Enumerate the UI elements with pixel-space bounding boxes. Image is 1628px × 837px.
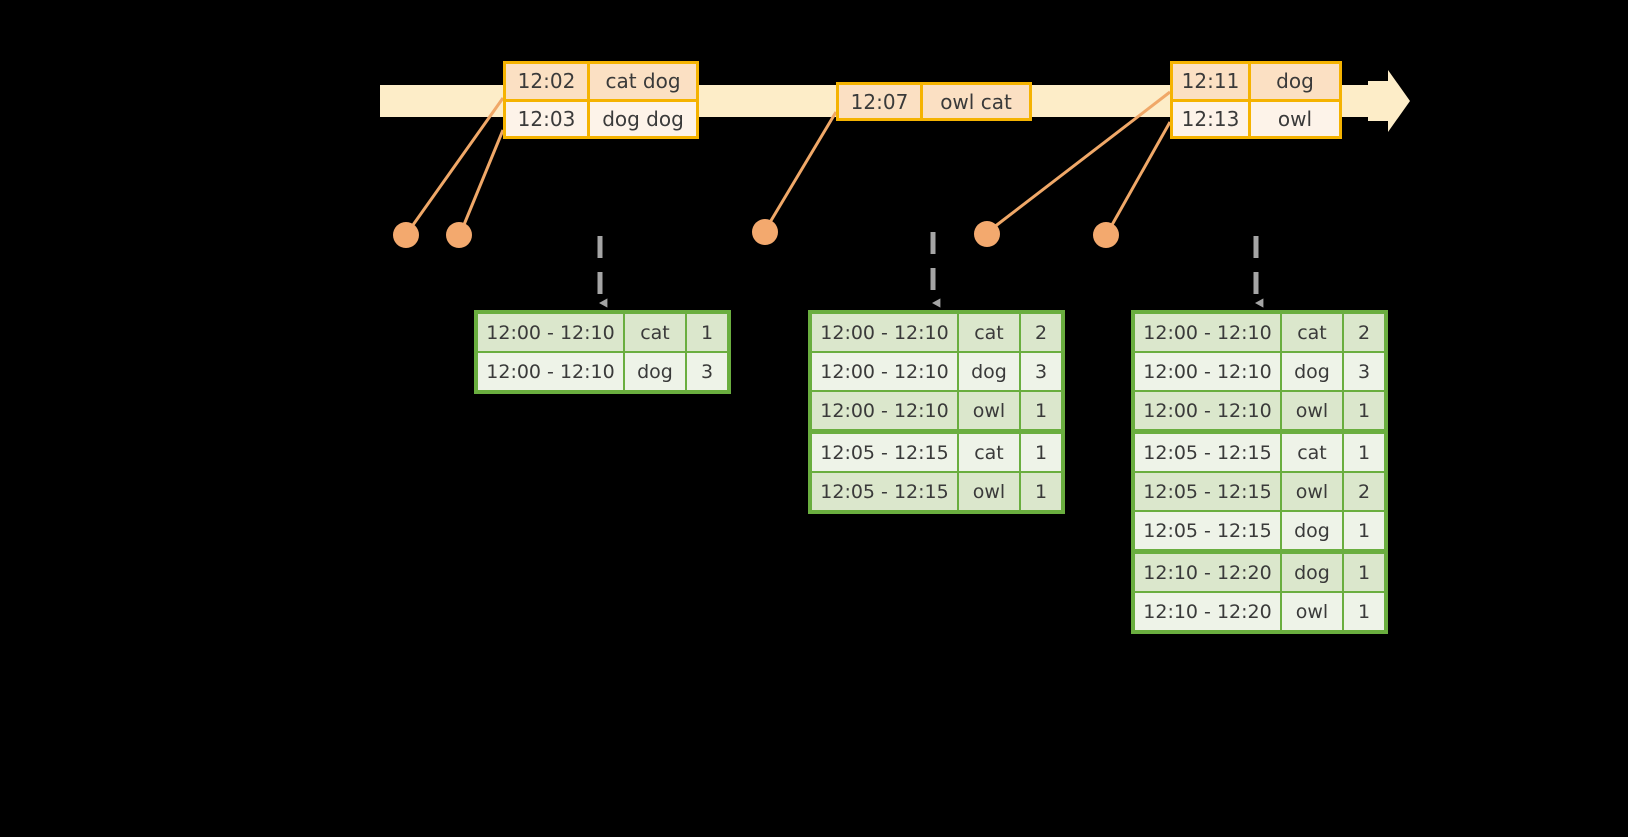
key-cell: dog bbox=[1280, 512, 1342, 549]
key-cell: cat bbox=[623, 314, 685, 351]
connector-dots bbox=[393, 219, 1119, 248]
key-cell: cat bbox=[1280, 314, 1342, 351]
event-box-1[interactable]: 12:02 cat dog 12:03 dog dog bbox=[503, 61, 699, 139]
table-row[interactable]: 12:00 - 12:10 dog 3 bbox=[1135, 351, 1384, 390]
table-row[interactable]: 12:00 - 12:10 owl 1 bbox=[812, 390, 1061, 429]
key-cell: owl bbox=[957, 473, 1019, 510]
table-row[interactable]: 12:00 - 12:10 cat 2 bbox=[812, 314, 1061, 351]
event-time: 12:13 bbox=[1173, 101, 1251, 136]
result-group: 12:00 - 12:10 cat 2 12:00 - 12:10 dog 3 … bbox=[1135, 314, 1384, 429]
window-cell: 12:00 - 12:10 bbox=[812, 392, 957, 429]
table-row[interactable]: 12:00 - 12:10 dog 3 bbox=[478, 351, 727, 390]
table-row[interactable]: 12:05 - 12:15 owl 1 bbox=[812, 471, 1061, 510]
window-cell: 12:05 - 12:15 bbox=[1135, 434, 1280, 471]
emit-dot-1 bbox=[393, 222, 419, 248]
event-box-3[interactable]: 12:11 dog 12:13 owl bbox=[1170, 61, 1342, 139]
event-time: 12:03 bbox=[506, 101, 590, 136]
window-cell: 12:00 - 12:10 bbox=[1135, 353, 1280, 390]
result-table-after-1203[interactable]: 12:00 - 12:10 cat 1 12:00 - 12:10 dog 3 bbox=[474, 310, 731, 394]
event-row[interactable]: 12:07 owl cat bbox=[839, 85, 1029, 118]
window-cell: 12:05 - 12:15 bbox=[1135, 512, 1280, 549]
table-row[interactable]: 12:00 - 12:10 cat 1 bbox=[478, 314, 727, 351]
event-value: owl bbox=[1251, 101, 1339, 136]
event-value: dog bbox=[1251, 64, 1339, 99]
event-row[interactable]: 12:02 cat dog bbox=[506, 64, 696, 99]
key-cell: cat bbox=[1280, 434, 1342, 471]
window-cell: 12:00 - 12:10 bbox=[1135, 314, 1280, 351]
window-cell: 12:00 - 12:10 bbox=[1135, 392, 1280, 429]
result-table-after-1207[interactable]: 12:00 - 12:10 cat 2 12:00 - 12:10 dog 3 … bbox=[808, 310, 1065, 514]
table-row[interactable]: 12:00 - 12:10 owl 1 bbox=[1135, 390, 1384, 429]
emit-dot-2 bbox=[446, 222, 472, 248]
event-row[interactable]: 12:03 dog dog bbox=[506, 98, 696, 136]
window-cell: 12:00 - 12:10 bbox=[478, 353, 623, 390]
event-time: 12:07 bbox=[839, 85, 923, 118]
key-cell: dog bbox=[1280, 353, 1342, 390]
emit-dot-3 bbox=[752, 219, 778, 245]
count-cell: 2 bbox=[1342, 314, 1384, 351]
result-group: 12:00 - 12:10 cat 1 12:00 - 12:10 dog 3 bbox=[478, 314, 727, 390]
table-row[interactable]: 12:10 - 12:20 owl 1 bbox=[1135, 591, 1384, 630]
count-cell: 3 bbox=[1019, 353, 1061, 390]
emit-dot-5 bbox=[1093, 222, 1119, 248]
result-table-after-1213[interactable]: 12:00 - 12:10 cat 2 12:00 - 12:10 dog 3 … bbox=[1131, 310, 1388, 634]
window-cell: 12:00 - 12:10 bbox=[812, 314, 957, 351]
table-row[interactable]: 12:05 - 12:15 dog 1 bbox=[1135, 510, 1384, 549]
window-cell: 12:10 - 12:20 bbox=[1135, 554, 1280, 591]
count-cell: 1 bbox=[1019, 434, 1061, 471]
count-cell: 3 bbox=[685, 353, 727, 390]
count-cell: 1 bbox=[685, 314, 727, 351]
window-cell: 12:00 - 12:10 bbox=[812, 353, 957, 390]
count-cell: 1 bbox=[1019, 392, 1061, 429]
count-cell: 1 bbox=[1342, 434, 1384, 471]
table-row[interactable]: 12:10 - 12:20 dog 1 bbox=[1135, 554, 1384, 591]
emit-dot-4 bbox=[974, 221, 1000, 247]
table-row[interactable]: 12:05 - 12:15 owl 2 bbox=[1135, 471, 1384, 510]
count-cell: 1 bbox=[1342, 392, 1384, 429]
key-cell: owl bbox=[1280, 392, 1342, 429]
key-cell: dog bbox=[623, 353, 685, 390]
result-group: 12:10 - 12:20 dog 1 12:10 - 12:20 owl 1 bbox=[1135, 549, 1384, 630]
event-box-2[interactable]: 12:07 owl cat bbox=[836, 82, 1032, 121]
count-cell: 3 bbox=[1342, 353, 1384, 390]
result-group: 12:05 - 12:15 cat 1 12:05 - 12:15 owl 1 bbox=[812, 429, 1061, 510]
event-time: 12:02 bbox=[506, 64, 590, 99]
timeline-arrow-head bbox=[1368, 70, 1410, 132]
event-value: dog dog bbox=[590, 101, 696, 136]
key-cell: dog bbox=[1280, 554, 1342, 591]
count-cell: 1 bbox=[1342, 593, 1384, 630]
event-row[interactable]: 12:13 owl bbox=[1173, 98, 1339, 136]
key-cell: owl bbox=[1280, 473, 1342, 510]
key-cell: cat bbox=[957, 434, 1019, 471]
table-row[interactable]: 12:00 - 12:10 cat 2 bbox=[1135, 314, 1384, 351]
window-cell: 12:00 - 12:10 bbox=[478, 314, 623, 351]
count-cell: 2 bbox=[1019, 314, 1061, 351]
result-group: 12:00 - 12:10 cat 2 12:00 - 12:10 dog 3 … bbox=[812, 314, 1061, 429]
table-row[interactable]: 12:05 - 12:15 cat 1 bbox=[812, 434, 1061, 471]
table-row[interactable]: 12:00 - 12:10 dog 3 bbox=[812, 351, 1061, 390]
table-row[interactable]: 12:05 - 12:15 cat 1 bbox=[1135, 434, 1384, 471]
count-cell: 1 bbox=[1342, 554, 1384, 591]
event-value: owl cat bbox=[923, 85, 1029, 118]
key-cell: owl bbox=[957, 392, 1019, 429]
key-cell: dog bbox=[957, 353, 1019, 390]
event-value: cat dog bbox=[590, 64, 696, 99]
count-cell: 1 bbox=[1019, 473, 1061, 510]
event-row[interactable]: 12:11 dog bbox=[1173, 64, 1339, 99]
window-cell: 12:05 - 12:15 bbox=[1135, 473, 1280, 510]
key-cell: owl bbox=[1280, 593, 1342, 630]
window-cell: 12:05 - 12:15 bbox=[812, 434, 957, 471]
result-group: 12:05 - 12:15 cat 1 12:05 - 12:15 owl 2 … bbox=[1135, 429, 1384, 549]
count-cell: 1 bbox=[1342, 512, 1384, 549]
event-time: 12:11 bbox=[1173, 64, 1251, 99]
window-cell: 12:05 - 12:15 bbox=[812, 473, 957, 510]
count-cell: 2 bbox=[1342, 473, 1384, 510]
window-cell: 12:10 - 12:20 bbox=[1135, 593, 1280, 630]
key-cell: cat bbox=[957, 314, 1019, 351]
down-arrows bbox=[597, 232, 1264, 308]
